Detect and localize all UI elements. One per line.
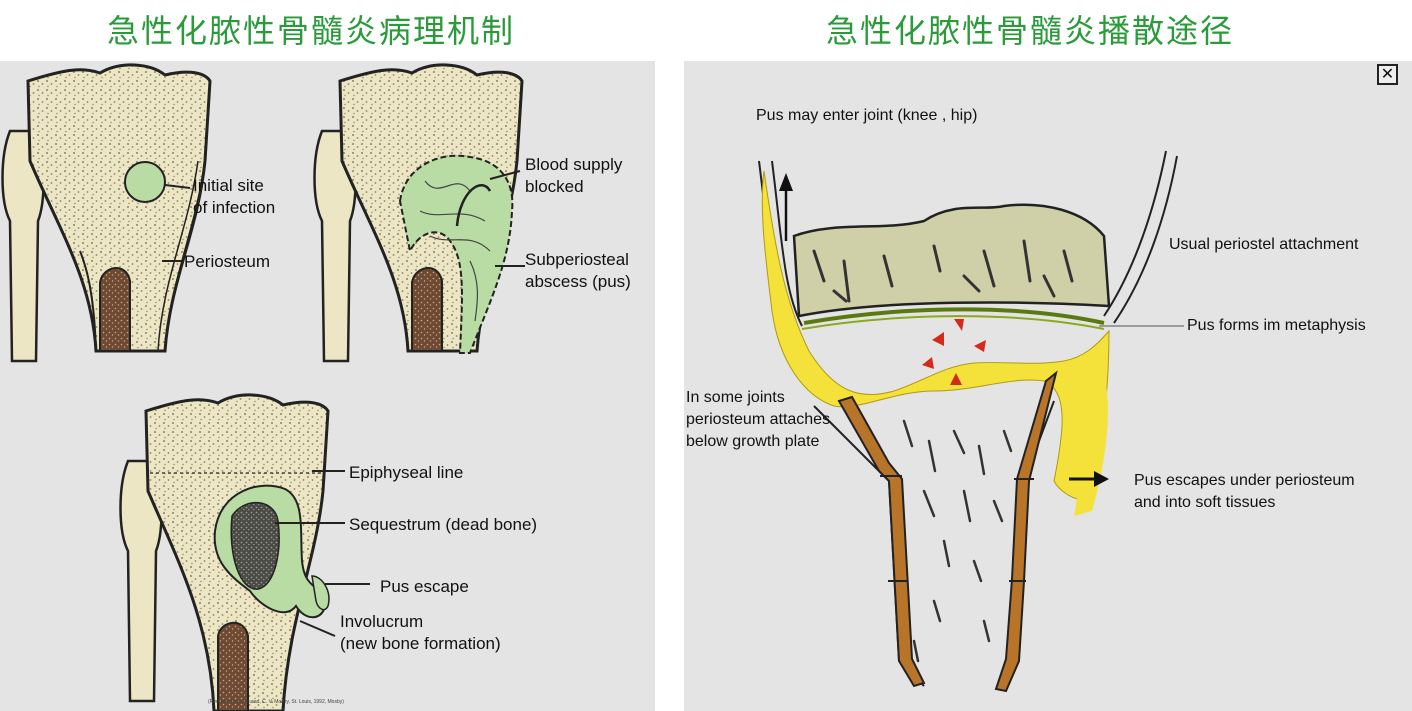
label-epiphyseal: Epiphyseal line (349, 463, 464, 482)
spread-diagram (758, 150, 1184, 693)
label-pus-joint: Pus may enter joint (knee , hip) (756, 107, 978, 124)
label-some-joints: In some joints periosteum attaches below… (686, 389, 831, 450)
close-icon: ✕ (1380, 64, 1395, 83)
label-periosteum: Periosteum (184, 252, 270, 271)
label-blood-supply: Blood supply blocked (525, 155, 623, 196)
right-title: 急性化脓性骨髓炎播散途径 (826, 12, 1235, 50)
label-pus-escapes: Pus escapes under periosteum and into so… (1134, 472, 1355, 511)
pathology-mechanism-panel: Initial site of infection Periosteum Blo… (0, 61, 655, 711)
label-pus-metaphysis: Pus forms im metaphysis (1187, 317, 1366, 334)
label-involucrum: Involucrum (new bone formation) (340, 612, 501, 653)
label-usual-attachment: Usual periostel attachment (1169, 236, 1359, 253)
spread-pathway-panel: ✕ Pus may enter joint (knee , hip) Usual… (684, 61, 1412, 711)
fig1-bone (1, 63, 212, 363)
close-button[interactable]: ✕ (1377, 64, 1398, 85)
label-pus-escape: Pus escape (380, 577, 469, 596)
fig2-bone (313, 63, 525, 363)
left-title: 急性化脓性骨髓炎病理机制 (107, 12, 516, 50)
fig3-bone (119, 393, 370, 711)
credit-text: (Redrawn from Mourad, C. V. Mosby, St. L… (208, 699, 344, 705)
label-initial-site: Initial site of infection (193, 176, 276, 217)
label-subperiosteal: Subperiosteal abscess (pus) (525, 250, 631, 291)
red-pus-arrows (922, 319, 986, 385)
pathology-diagram (1, 63, 525, 711)
label-sequestrum: Sequestrum (dead bone) (349, 515, 538, 534)
